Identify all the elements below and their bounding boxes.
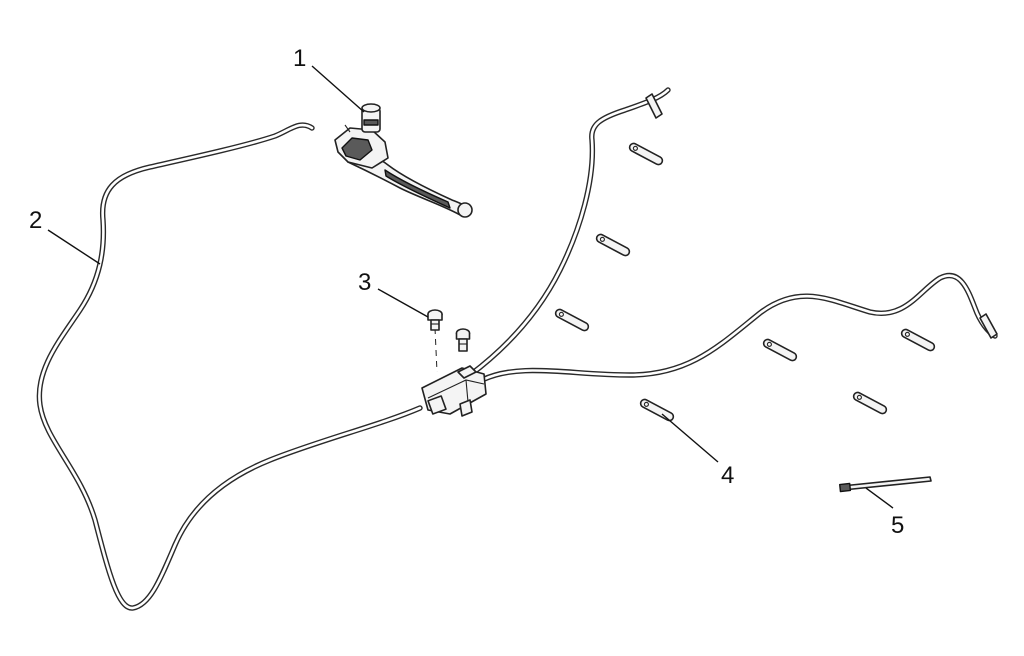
brake-lever-assembly	[334, 103, 473, 218]
hose-lower-right	[479, 272, 998, 383]
hose-clips	[554, 142, 936, 422]
hose-end-fitting-lower	[979, 313, 998, 339]
hose-upper-right	[467, 87, 671, 378]
clip	[595, 233, 631, 257]
clip	[900, 328, 936, 352]
leader-line-1	[311, 65, 365, 113]
cable-tie	[839, 476, 932, 493]
leader-line-5	[865, 487, 894, 509]
clip	[762, 338, 798, 362]
clip	[628, 142, 664, 166]
hose-end-fitting-upper	[645, 93, 663, 119]
leader-line-4	[661, 413, 719, 463]
callout-2: 2	[29, 207, 42, 234]
assembly-line	[434, 327, 438, 373]
callout-3: 3	[358, 269, 371, 296]
callout-1: 1	[293, 45, 306, 72]
leader-line-2	[47, 229, 101, 265]
clip	[554, 308, 590, 332]
screw-1	[427, 309, 443, 331]
clip	[852, 391, 888, 415]
callout-5: 5	[891, 512, 904, 539]
junction-block	[421, 365, 487, 417]
leader-line-3	[377, 288, 429, 318]
hose-left	[36, 122, 423, 611]
screw-2	[455, 328, 471, 352]
clip	[639, 398, 675, 422]
callout-4: 4	[721, 462, 734, 489]
